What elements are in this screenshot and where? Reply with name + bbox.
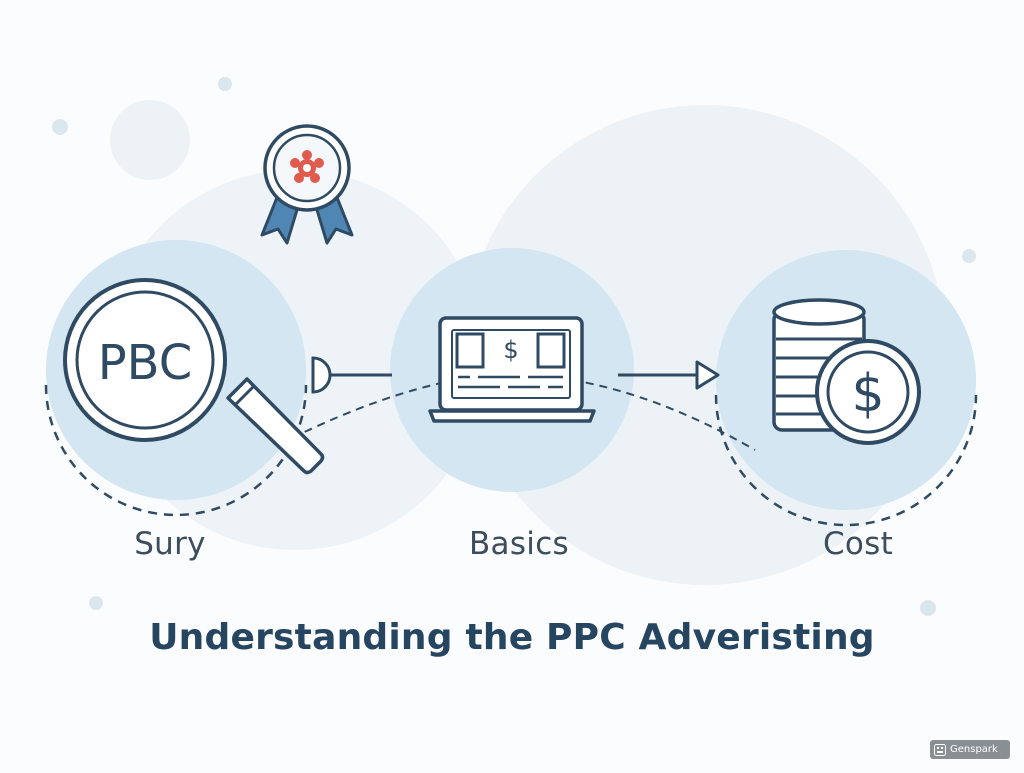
dashed-connector-left (291, 379, 456, 439)
watermark-badge: Genspark (930, 740, 1010, 759)
watermark-text: Genspark (950, 744, 998, 755)
magnifier-icon: PBC (63, 278, 325, 475)
stage-label-cost: Cost (822, 526, 894, 562)
decor-dot (52, 119, 68, 135)
stage-label-basics: Basics (468, 526, 570, 562)
arrow-basics-cost (618, 360, 720, 390)
laptop-dollar-text: $ (503, 336, 518, 364)
decor-dot (920, 600, 936, 616)
coin-stack-icon: $ (772, 298, 921, 445)
decor-dot (89, 596, 103, 610)
decor-dot (218, 77, 232, 91)
background-circle-small (110, 100, 190, 180)
magnifier-badge-text: PBC (98, 335, 193, 391)
diagram-title: Understanding the PPC Adveristing (149, 617, 875, 658)
coin-dollar-text: $ (851, 364, 884, 424)
dashed-connector-right (571, 379, 756, 451)
connector-sury-basics (311, 356, 392, 394)
stage-label-sury: Sury (134, 526, 206, 562)
watermark-logo-icon (934, 743, 946, 756)
award-ribbon-icon (260, 124, 354, 245)
decor-dot (962, 249, 976, 263)
laptop-ad-icon: $ (428, 316, 596, 423)
